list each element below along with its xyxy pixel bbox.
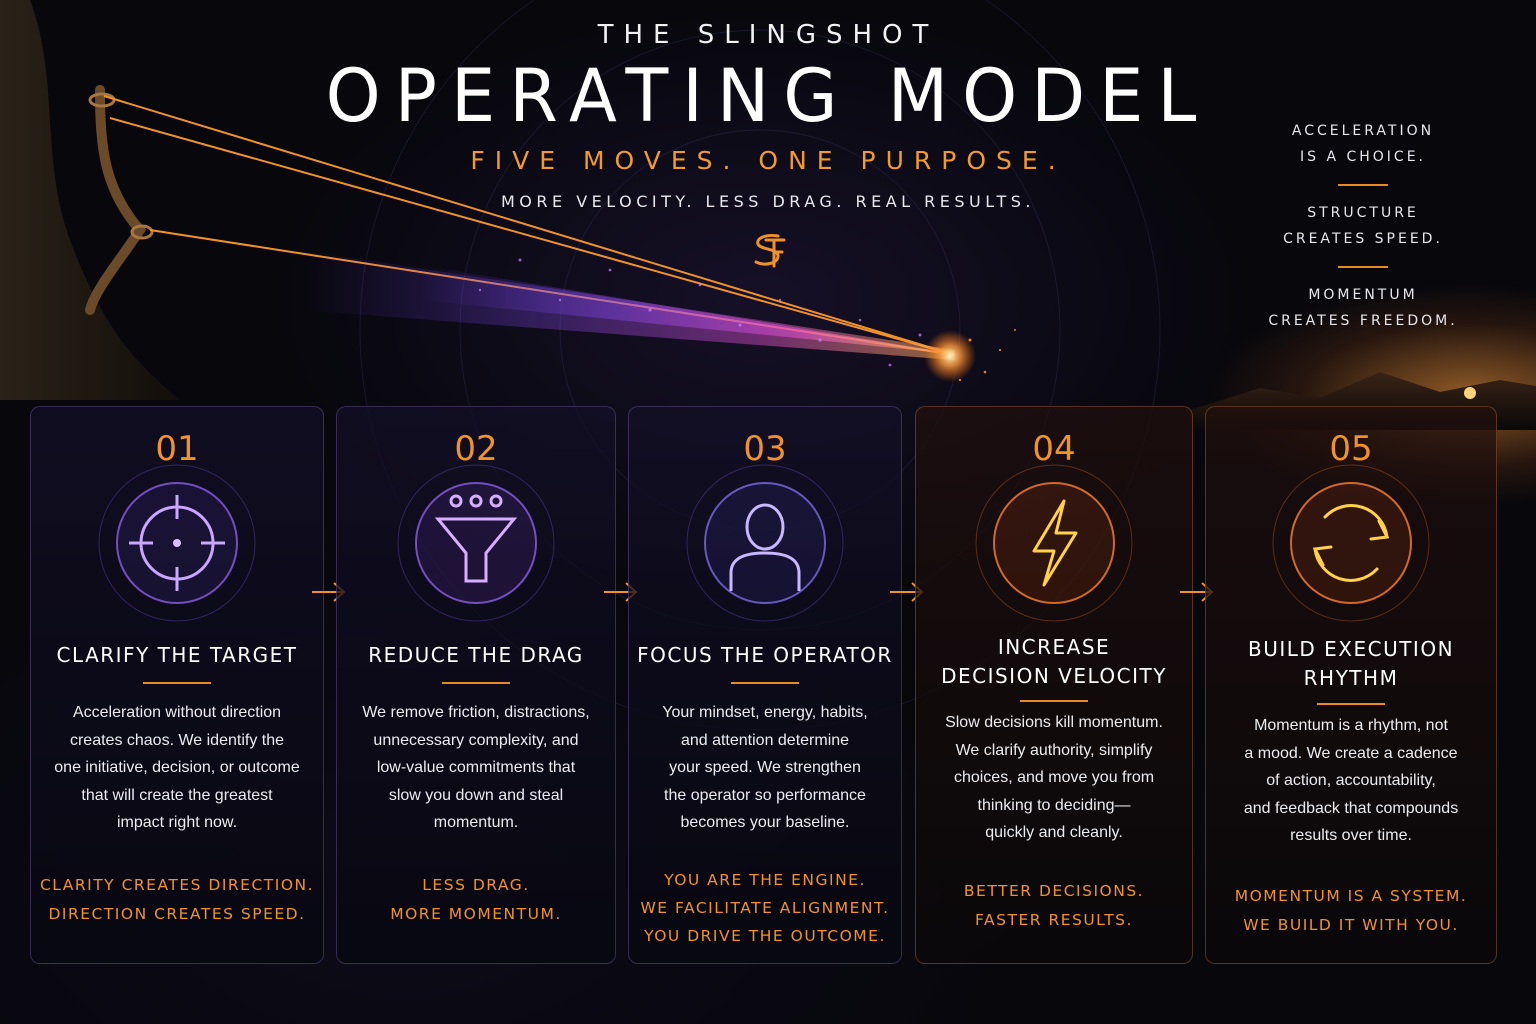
step-card-1: 01 CLARIFY THE TARGET Acceleration witho… xyxy=(30,406,324,964)
header-kicker: THE SLINGSHOT xyxy=(597,20,939,50)
side-note: ACCELERATION IS A CHOICE. xyxy=(1250,118,1476,170)
header-subtagline: MORE VELOCITY. LESS DRAG. REAL RESULTS. xyxy=(500,192,1035,211)
divider xyxy=(1338,266,1388,268)
body-line: unnecessary complexity, and xyxy=(373,731,579,749)
body-line: We remove friction, distractions, xyxy=(362,704,590,721)
body-line: and feedback that compounds xyxy=(1243,799,1459,817)
step-body: We remove friction, distractions, unnece… xyxy=(353,699,599,837)
quote-line: WE FACILITATE ALIGNMENT. xyxy=(640,899,890,917)
particle-cloud xyxy=(478,258,922,367)
step-quote: YOU ARE THE ENGINE. WE FACILITATE ALIGNM… xyxy=(635,866,895,950)
projectile-tip xyxy=(924,330,976,382)
step-body: Momentum is a rhythm, not a mood. We cre… xyxy=(1222,712,1480,850)
side-notes: ACCELERATION IS A CHOICE. STRUCTURE CREA… xyxy=(1250,118,1476,334)
divider xyxy=(143,682,211,684)
body-line: Acceleration without direction xyxy=(72,704,282,721)
step-title: BUILD EXECUTION RHYTHM xyxy=(1206,635,1496,693)
quote-line: MOMENTUM IS A SYSTEM. xyxy=(1234,887,1468,905)
divider xyxy=(1020,700,1088,702)
step-title: INCREASE DECISION VELOCITY xyxy=(916,633,1192,691)
body-line: your speed. We strengthen xyxy=(669,759,861,776)
quote-line: CLARITY CREATES DIRECTION. xyxy=(39,876,315,894)
body-line: Slow decisions kill momentum. xyxy=(945,714,1163,731)
step-body: Slow decisions kill momentum. We clarify… xyxy=(932,709,1176,847)
body-line: momentum. xyxy=(433,814,519,831)
body-line: and attention determine xyxy=(680,731,850,749)
lightning-bolt-icon xyxy=(975,464,1133,622)
sf-monogram-logo xyxy=(754,234,786,268)
step-title: FOCUS THE OPERATOR xyxy=(637,643,893,667)
body-line: of action, accountability, xyxy=(1266,772,1436,789)
step-title: CLARIFY THE TARGET xyxy=(56,643,298,667)
body-line: the operator so performance xyxy=(664,786,866,804)
quote-line: WE BUILD IT WITH YOU. xyxy=(1243,916,1459,934)
step-title: REDUCE THE DRAG xyxy=(368,643,584,667)
step-quote: MOMENTUM IS A SYSTEM. WE BUILD IT WITH Y… xyxy=(1212,882,1490,940)
step-number: 04 xyxy=(1032,429,1076,469)
quote-line: YOU DRIVE THE OUTCOME. xyxy=(644,927,886,945)
step-card-3: 03 FOCUS THE OPERATOR Your mindset, ener… xyxy=(628,406,902,964)
page-title: OPERATING MODEL xyxy=(325,52,1211,140)
step-body: Your mindset, energy, habits, and attent… xyxy=(645,699,885,837)
divider xyxy=(442,682,510,684)
header-tagline: FIVE MOVES. ONE PURPOSE. xyxy=(470,146,1066,175)
target-crosshair-icon xyxy=(98,464,256,622)
side-note: STRUCTURE CREATES SPEED. xyxy=(1250,200,1476,252)
step-number: 05 xyxy=(1329,429,1373,469)
body-line: results over time. xyxy=(1290,827,1412,844)
quote-line: MORE MOMENTUM. xyxy=(390,905,562,923)
quote-line: YOU ARE THE ENGINE. xyxy=(664,871,866,889)
step-number: 03 xyxy=(743,429,787,469)
body-line: low-value commitments that xyxy=(376,759,576,776)
side-note: MOMENTUM CREATES FREEDOM. xyxy=(1250,282,1476,334)
funnel-icon xyxy=(397,464,555,622)
step-number: 01 xyxy=(155,429,199,469)
side-note-line: STRUCTURE xyxy=(1307,205,1419,221)
body-line: a mood. We create a cadence xyxy=(1244,744,1458,762)
body-line: Momentum is a rhythm, not xyxy=(1254,717,1448,734)
body-line: impact right now. xyxy=(116,814,238,831)
step-number: 02 xyxy=(454,429,498,469)
body-line: quickly and cleanly. xyxy=(985,824,1123,841)
side-note-line: CREATES FREEDOM. xyxy=(1268,313,1458,329)
body-line: choices, and move you from xyxy=(953,769,1155,786)
step-card-4: 04 INCREASE DECISION VELOCITY Slow decis… xyxy=(915,406,1193,964)
side-note-line: CREATES SPEED. xyxy=(1283,231,1443,247)
quote-line: LESS DRAG. xyxy=(422,876,530,894)
step-card-2: 02 REDUCE THE DRAG We remove friction, d… xyxy=(336,406,616,964)
rock-cliff xyxy=(0,0,180,400)
divider xyxy=(731,682,799,684)
body-line: creates chaos. We identify the xyxy=(69,731,285,749)
divider xyxy=(1338,184,1388,186)
body-line: thinking to deciding— xyxy=(977,796,1131,814)
slingshot xyxy=(85,85,147,315)
sunrise-glow xyxy=(1464,387,1476,399)
body-line: that will create the greatest xyxy=(81,786,273,804)
body-line: Your mindset, energy, habits, xyxy=(662,704,868,721)
body-line: slow you down and steal xyxy=(388,786,564,804)
quote-line: BETTER DECISIONS. xyxy=(963,882,1145,900)
step-quote: CLARITY CREATES DIRECTION. DIRECTION CRE… xyxy=(37,871,317,929)
step-quote: LESS DRAG. MORE MOMENTUM. xyxy=(343,871,609,929)
body-line: becomes your baseline. xyxy=(680,814,850,831)
title-line: INCREASE xyxy=(997,635,1111,659)
side-note-line: IS A CHOICE. xyxy=(1299,149,1426,165)
refresh-cycle-icon xyxy=(1272,464,1430,622)
title-line: RHYTHM xyxy=(1303,666,1399,690)
side-note-line: MOMENTUM xyxy=(1308,287,1418,303)
side-note-line: ACCELERATION xyxy=(1291,123,1435,139)
title-line: BUILD EXECUTION xyxy=(1247,637,1455,661)
step-quote: BETTER DECISIONS. FASTER RESULTS. xyxy=(922,877,1186,935)
quote-line: FASTER RESULTS. xyxy=(975,911,1133,929)
title-line: DECISION VELOCITY xyxy=(941,664,1167,688)
person-icon xyxy=(686,464,844,622)
step-card-5: 05 BUILD EXECUTION RHYTHM Momentum is a … xyxy=(1205,406,1497,964)
body-line: We clarify authority, simplify xyxy=(955,741,1153,759)
divider xyxy=(1317,703,1385,705)
quote-line: DIRECTION CREATES SPEED. xyxy=(48,905,306,923)
body-line: one initiative, decision, or outcome xyxy=(54,759,300,776)
step-body: Acceleration without direction creates c… xyxy=(47,699,307,837)
